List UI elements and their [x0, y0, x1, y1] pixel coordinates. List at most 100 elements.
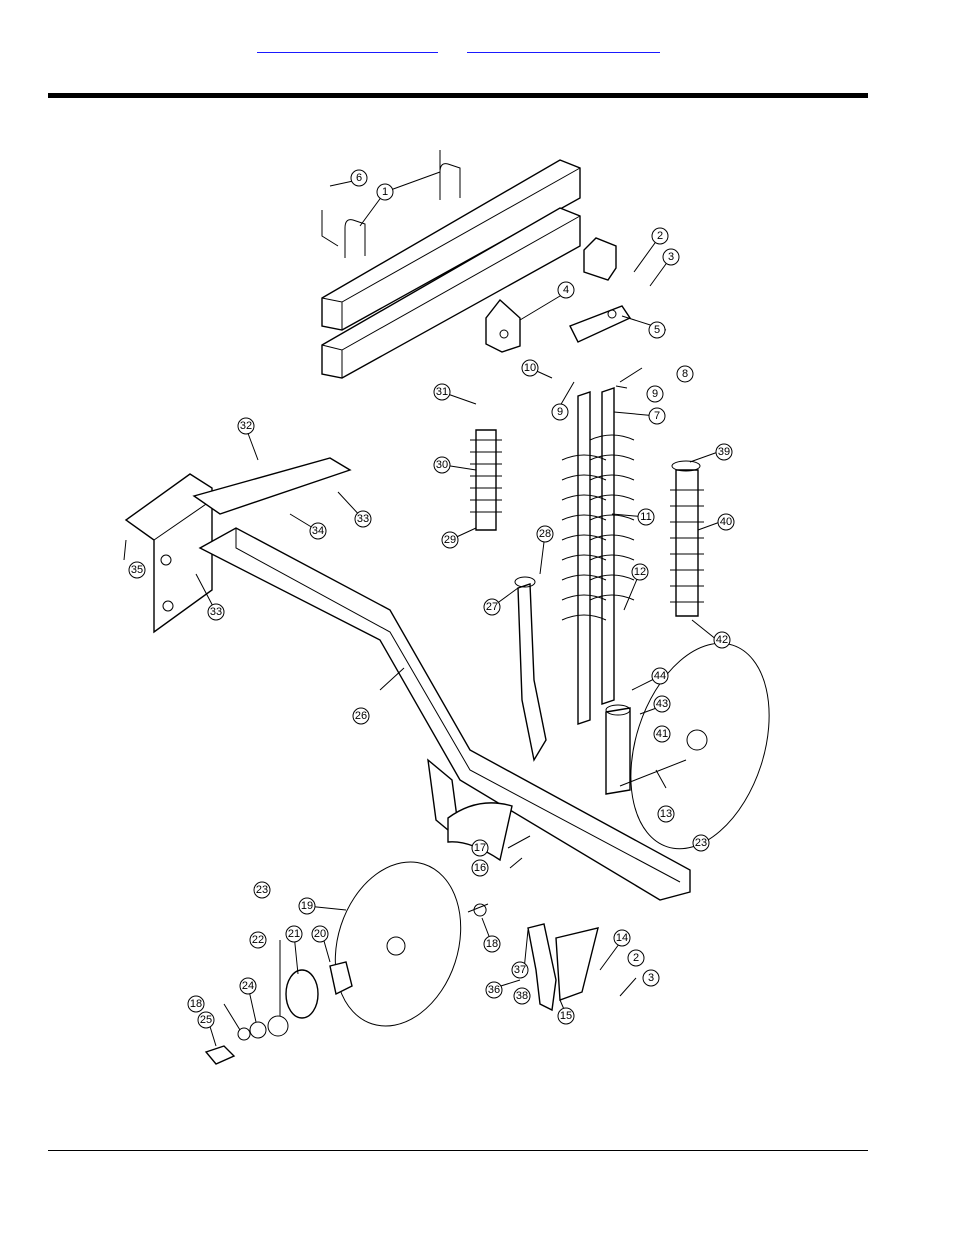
- shank: [515, 577, 546, 760]
- callout-44: 44: [652, 668, 668, 684]
- svg-text:6: 6: [356, 172, 362, 184]
- callout-29: 29: [442, 532, 458, 548]
- svg-text:32: 32: [240, 420, 252, 432]
- svg-text:41: 41: [656, 728, 668, 740]
- disc-right: [606, 625, 793, 866]
- callout-2: 2: [652, 228, 668, 244]
- callout-31: 31: [434, 384, 450, 400]
- svg-text:8: 8: [682, 368, 688, 380]
- callout-23a: 23: [254, 882, 270, 898]
- svg-text:29: 29: [444, 534, 456, 546]
- svg-text:17: 17: [474, 842, 486, 854]
- svg-text:31: 31: [436, 386, 448, 398]
- callout-3: 3: [663, 249, 679, 265]
- callout-1: 1: [377, 184, 393, 200]
- svg-text:5: 5: [654, 324, 660, 336]
- callout-36: 36: [486, 982, 502, 998]
- svg-text:33: 33: [357, 513, 369, 525]
- svg-text:22: 22: [252, 934, 264, 946]
- callout-9b: 9: [552, 404, 568, 420]
- callout-12: 12: [632, 564, 648, 580]
- svg-text:21: 21: [288, 928, 300, 940]
- callout-6: 6: [351, 170, 367, 186]
- svg-text:26: 26: [355, 710, 367, 722]
- callout-43: 43: [654, 696, 670, 712]
- callout-19: 19: [299, 898, 315, 914]
- svg-text:40: 40: [720, 516, 732, 528]
- callout-4: 4: [558, 282, 574, 298]
- callout-25: 25: [198, 1012, 214, 1028]
- svg-text:38: 38: [516, 990, 528, 1002]
- callout-30: 30: [434, 457, 450, 473]
- svg-text:18: 18: [190, 998, 202, 1010]
- svg-text:2: 2: [657, 230, 663, 242]
- callout-16: 16: [472, 860, 488, 876]
- callout-33b: 33: [208, 604, 224, 620]
- svg-text:37: 37: [514, 964, 526, 976]
- svg-text:16: 16: [474, 862, 486, 874]
- callout-33a: 33: [355, 511, 371, 527]
- disc-left: [206, 846, 488, 1064]
- svg-text:25: 25: [200, 1014, 212, 1026]
- svg-text:11: 11: [640, 511, 651, 523]
- tube: [606, 705, 630, 794]
- footer-rule: [48, 1150, 868, 1151]
- callout-35: 35: [129, 562, 145, 578]
- svg-text:14: 14: [616, 932, 628, 944]
- callout-9a: 9: [647, 386, 663, 402]
- callout-32: 32: [238, 418, 254, 434]
- callout-40: 40: [718, 514, 734, 530]
- callout-21: 21: [286, 926, 302, 942]
- callout-18a: 18: [484, 936, 500, 952]
- svg-text:3: 3: [668, 251, 674, 263]
- svg-text:9: 9: [652, 388, 658, 400]
- callout-39: 39: [716, 444, 732, 460]
- callout-15: 15: [558, 1008, 574, 1024]
- callout-42: 42: [714, 632, 730, 648]
- svg-text:10: 10: [524, 362, 536, 374]
- svg-text:19: 19: [301, 900, 313, 912]
- callout-24: 24: [240, 978, 256, 994]
- svg-text:44: 44: [654, 670, 666, 682]
- callout-23b: 23: [693, 835, 709, 851]
- svg-text:28: 28: [539, 528, 551, 540]
- callout-8: 8: [677, 366, 693, 382]
- svg-text:20: 20: [314, 928, 326, 940]
- svg-text:7: 7: [654, 410, 660, 422]
- callout-3b: 3: [643, 970, 659, 986]
- callout-41: 41: [654, 726, 670, 742]
- svg-text:23: 23: [256, 884, 268, 896]
- svg-text:34: 34: [312, 525, 324, 537]
- svg-text:23: 23: [695, 837, 707, 849]
- svg-text:4: 4: [563, 284, 569, 296]
- callout-14: 14: [614, 930, 630, 946]
- callout-5: 5: [649, 322, 665, 338]
- svg-text:3: 3: [648, 972, 654, 984]
- callout-2b: 2: [628, 950, 644, 966]
- callout-10: 10: [522, 360, 538, 376]
- svg-text:15: 15: [560, 1010, 572, 1022]
- svg-text:42: 42: [716, 634, 728, 646]
- callout-28: 28: [537, 526, 553, 542]
- svg-text:39: 39: [718, 446, 730, 458]
- callout-17: 17: [472, 840, 488, 856]
- svg-text:24: 24: [242, 980, 254, 992]
- svg-text:18: 18: [486, 938, 498, 950]
- callout-27: 27: [484, 599, 500, 615]
- callout-26: 26: [353, 708, 369, 724]
- callout-37: 37: [512, 962, 528, 978]
- svg-text:2: 2: [633, 952, 639, 964]
- svg-text:36: 36: [488, 984, 500, 996]
- svg-text:35: 35: [131, 564, 143, 576]
- svg-text:1: 1: [382, 186, 388, 198]
- callout-38: 38: [514, 988, 530, 1004]
- svg-text:33: 33: [210, 606, 222, 618]
- callout-11: 11: [638, 509, 654, 525]
- callout-34: 34: [310, 523, 326, 539]
- svg-text:30: 30: [436, 459, 448, 471]
- callout-7: 7: [649, 408, 665, 424]
- springs: [562, 388, 634, 724]
- svg-text:12: 12: [634, 566, 646, 578]
- svg-text:27: 27: [486, 601, 498, 613]
